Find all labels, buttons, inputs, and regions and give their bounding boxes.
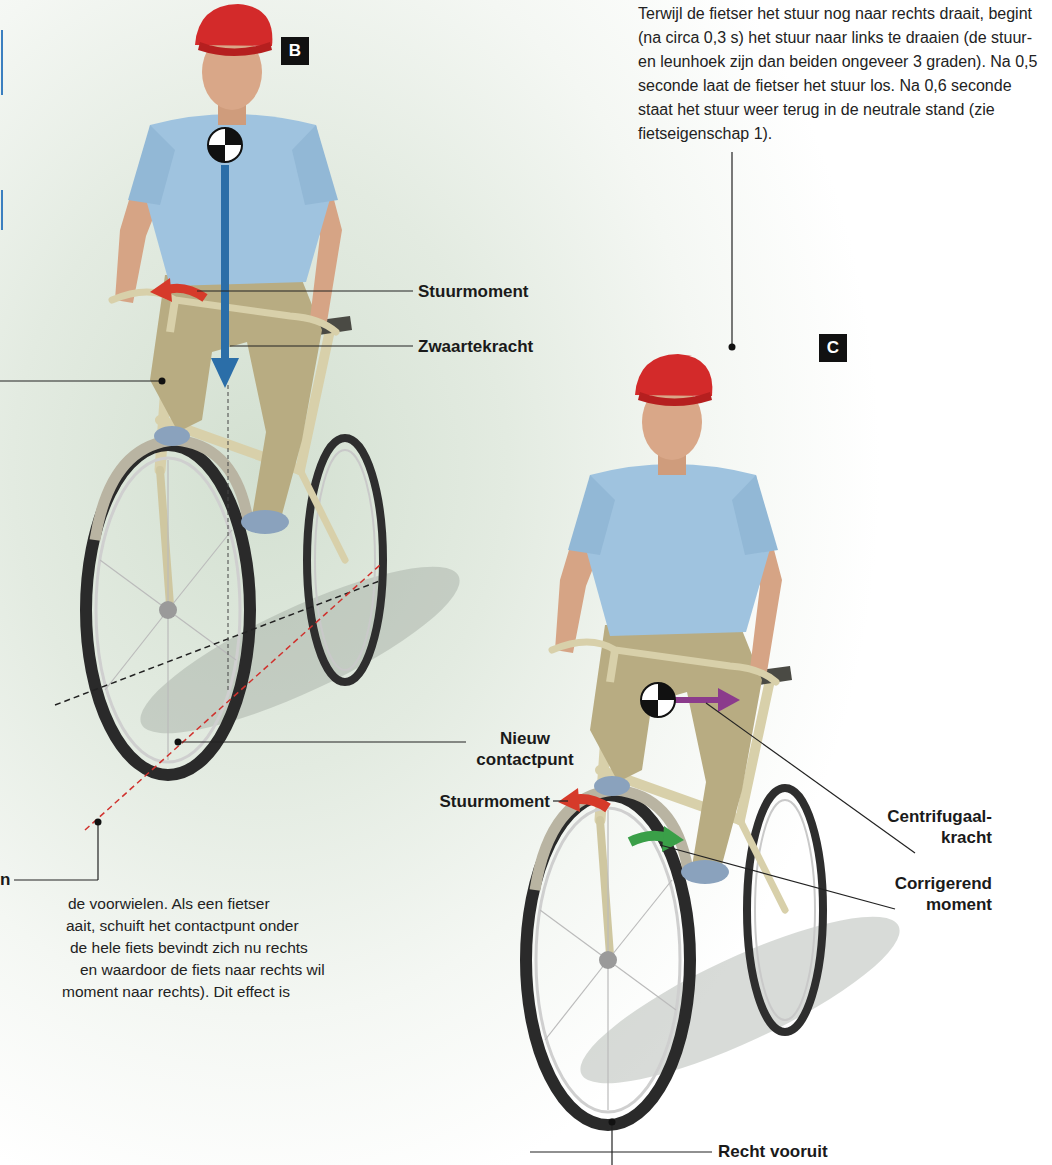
frame-edge xyxy=(1,30,3,95)
mass-center-symbol xyxy=(658,683,675,700)
leader-dot xyxy=(175,739,182,746)
leader-line xyxy=(611,1122,612,1165)
leader-dot xyxy=(159,378,166,385)
body-fragment: aait, schuift het contactpunt onder xyxy=(66,915,299,937)
force-arrow xyxy=(211,358,239,388)
mass-center-symbol xyxy=(641,700,658,717)
force-label: Zwaartekracht xyxy=(418,336,533,357)
leader-dot xyxy=(95,819,102,826)
leader-line xyxy=(178,741,466,742)
force-label: Stuurmoment xyxy=(430,791,550,812)
panel-letter-box: B xyxy=(281,37,309,65)
leader-line xyxy=(97,822,98,880)
frame-edge xyxy=(1,190,3,230)
mass-center-symbol xyxy=(641,683,675,717)
plumb-line xyxy=(228,385,229,690)
cyclist-b xyxy=(86,4,476,775)
mass-center-symbol xyxy=(641,683,675,717)
leader-dot xyxy=(95,344,736,1126)
moment-arrow xyxy=(558,788,580,812)
leader-line xyxy=(553,800,568,801)
force-label: Nieuw contactpunt xyxy=(470,728,580,770)
force-label: Corrigerend moment xyxy=(866,873,992,915)
moment-arrow xyxy=(150,278,172,302)
leader-line xyxy=(706,703,915,853)
force-label: Recht vooruit xyxy=(718,1141,828,1162)
moment-arrow xyxy=(630,836,668,842)
cyclist-c xyxy=(526,354,916,1125)
panel-letter: B xyxy=(289,41,301,61)
body-fragment: de hele fiets bevindt zich nu rechts xyxy=(70,937,308,959)
leader-line xyxy=(197,290,413,291)
body-fragment: moment naar rechts). Dit effect is xyxy=(62,981,290,1003)
heading-line xyxy=(55,580,382,705)
body-fragment: de voorwielen. Als een fietser xyxy=(68,893,270,915)
panel-letter: C xyxy=(827,338,839,358)
mass-center-symbol xyxy=(225,128,242,145)
heading-line xyxy=(85,565,380,830)
panel-letter-box: C xyxy=(819,334,847,362)
leader-line xyxy=(14,879,98,880)
force-arrow xyxy=(672,697,722,703)
heading-fragment: n xyxy=(0,869,10,890)
force-arrow xyxy=(718,688,740,712)
force-label: Centrifugaal- kracht xyxy=(866,806,992,848)
body-fragment: en waardoor de fiets naar rechts wil xyxy=(80,959,325,981)
force-label: Stuurmoment xyxy=(418,281,529,302)
explanation-text: Terwijl de fietser het stuur nog naar re… xyxy=(638,2,1043,146)
leader-dot xyxy=(729,344,736,351)
leader-line xyxy=(230,345,413,346)
leader-dot xyxy=(609,1119,616,1126)
mass-center-symbol xyxy=(208,145,225,162)
mass-center-symbol xyxy=(208,128,242,162)
mass-center-symbol xyxy=(208,128,242,162)
force-arrow xyxy=(221,165,229,362)
leader-line xyxy=(731,152,732,345)
leader-line xyxy=(0,152,915,1165)
leader-line xyxy=(0,380,160,381)
leader-line xyxy=(660,845,895,909)
leader-line xyxy=(530,1151,712,1152)
